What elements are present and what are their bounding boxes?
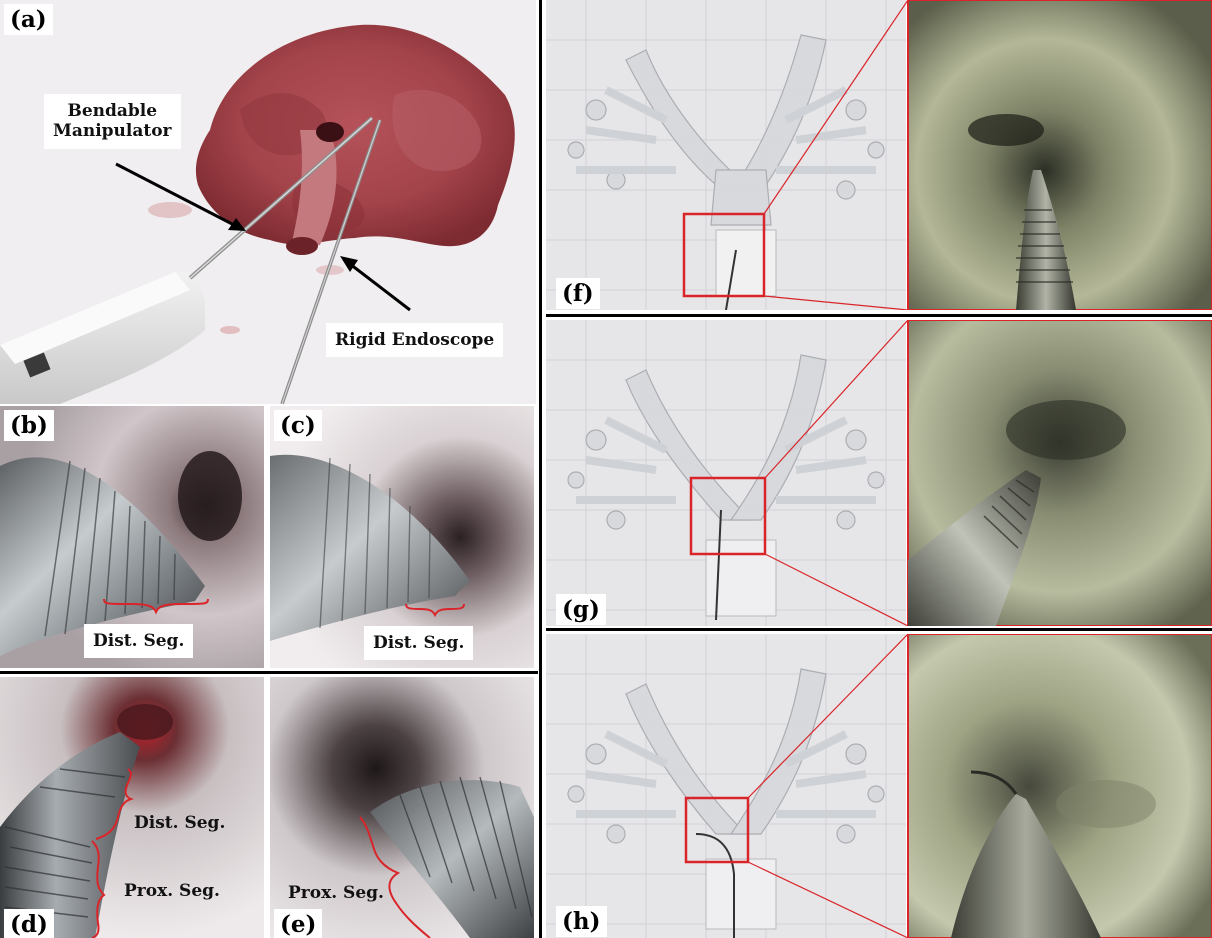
panel-d-tag: (d) <box>4 909 54 938</box>
panel-c-tag: (c) <box>274 410 322 441</box>
panel-d-prox-seg-label: Prox. Seg. <box>124 881 220 901</box>
vertical-divider <box>539 0 542 938</box>
panel-a: (a) Bendable Manipulator Rigid Endoscope <box>0 0 536 404</box>
panel-e: Prox. Seg. (e) <box>270 677 534 938</box>
bronchial-phantom-f <box>546 0 1212 310</box>
panel-g-tag: (g) <box>556 594 606 625</box>
panel-d-dist-seg-label: Dist. Seg. <box>134 813 226 833</box>
lung-photo <box>0 0 536 404</box>
bendable-manipulator-label-line2: Manipulator <box>53 121 172 142</box>
panel-d: Dist. Seg. Prox. Seg. (d) <box>0 677 264 938</box>
panel-e-tag: (e) <box>274 909 323 938</box>
horizontal-divider-left <box>0 671 538 674</box>
bronchial-phantom-g <box>546 320 1212 626</box>
panel-h: (h) <box>546 634 1212 938</box>
panel-f: (f) <box>546 0 1212 310</box>
panel-c-dist-seg-label: Dist. Seg. <box>364 626 474 661</box>
panel-f-tag: (f) <box>556 278 600 309</box>
panel-b-tag: (b) <box>4 410 54 441</box>
horizontal-divider-right-2 <box>546 628 1212 631</box>
bendable-manipulator-label: Bendable Manipulator <box>44 94 181 149</box>
panel-b-dist-seg-label: Dist. Seg. <box>84 624 194 659</box>
panel-a-tag: (a) <box>4 4 53 35</box>
panel-g: (g) <box>546 320 1212 626</box>
panel-e-prox-seg-label: Prox. Seg. <box>288 883 384 903</box>
panel-h-tag: (h) <box>556 906 607 937</box>
endoscope-view-e <box>270 677 534 938</box>
endoscope-view-d <box>0 677 264 938</box>
panel-b: (b) Dist. Seg. <box>0 406 264 668</box>
endoscope-view-c <box>270 406 534 668</box>
horizontal-divider-right-1 <box>546 314 1212 317</box>
panel-c: (c) Dist. Seg. <box>270 406 534 668</box>
rigid-endoscope-label: Rigid Endoscope <box>326 323 504 358</box>
bronchial-phantom-h <box>546 634 1212 938</box>
bendable-manipulator-label-line1: Bendable <box>67 101 158 121</box>
endoscope-view-b <box>0 406 264 668</box>
